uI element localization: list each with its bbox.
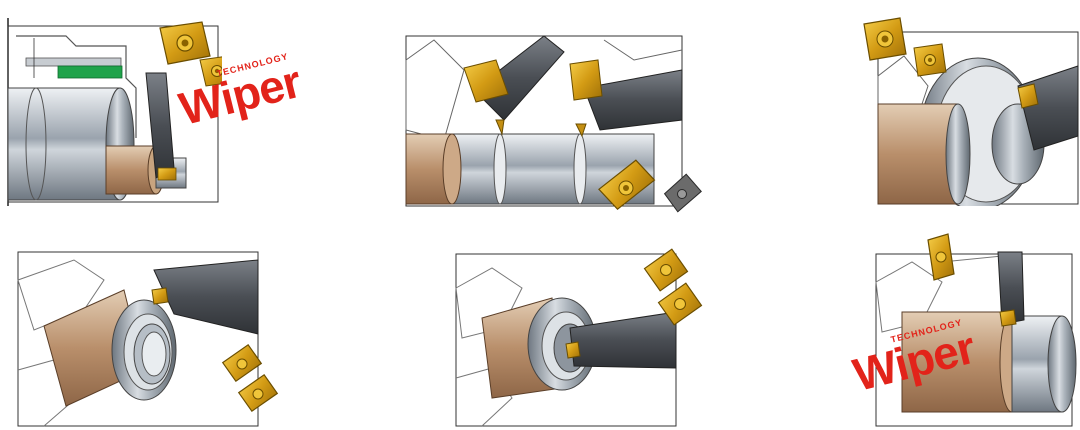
face-turning-illustration	[858, 16, 1080, 206]
external-turning-illustration	[6, 18, 222, 206]
internal-boring-illustration	[452, 248, 716, 428]
shoulder-turning-illustration	[872, 232, 1080, 428]
internal-profiling-illustration	[14, 250, 284, 428]
grooving-illustration	[404, 30, 708, 230]
